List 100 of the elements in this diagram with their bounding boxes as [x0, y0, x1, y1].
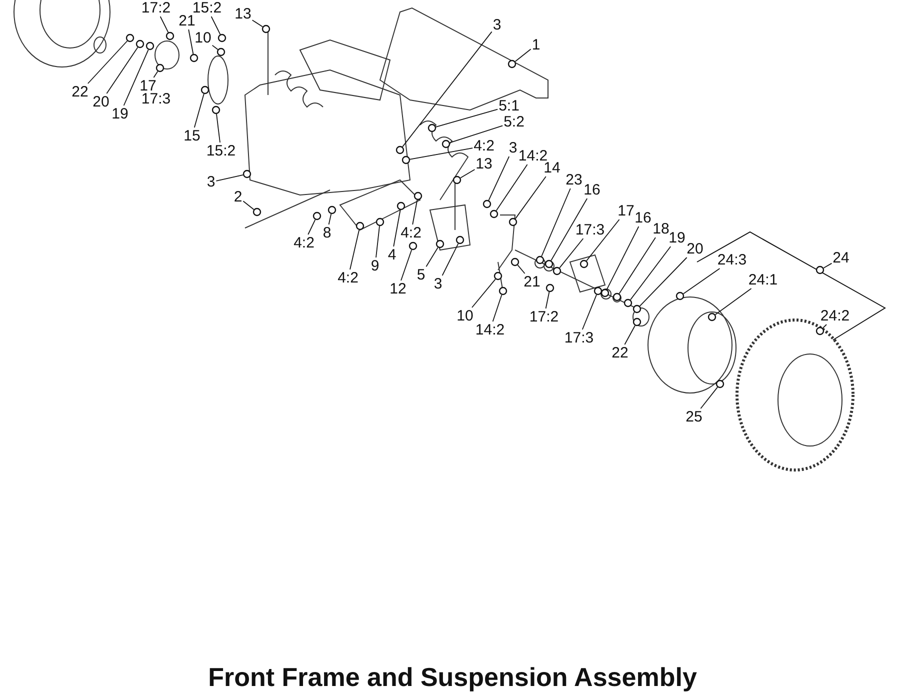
round-part [600, 288, 610, 298]
leader-line [410, 148, 474, 160]
callout-number: 19 [668, 230, 686, 246]
callout-number: 18 [652, 222, 670, 236]
round-part [816, 326, 824, 336]
callout-number: 3 [508, 140, 518, 156]
diagram-title: Front Frame and Suspension Assembly [207, 662, 698, 693]
leader-line [624, 325, 636, 345]
callout-number: 24:3 [717, 252, 747, 268]
leader-line [630, 246, 672, 300]
leader-line [194, 93, 204, 128]
callout-number: 5:2 [504, 114, 524, 130]
callout-number: 14:2 [518, 148, 548, 164]
leader-line [682, 268, 720, 294]
callout-number: 17 [140, 78, 156, 94]
callout-number: 24:1 [748, 272, 778, 288]
leader-line [242, 200, 254, 210]
leader-line [123, 49, 149, 106]
callout-number: 3 [206, 174, 216, 190]
callout-number: 21 [178, 14, 196, 28]
callout-number: 8 [322, 226, 332, 240]
callout-number: 1 [532, 38, 540, 52]
round-part [544, 260, 554, 268]
round-part [632, 318, 642, 326]
callout-number: 15:2 [192, 0, 222, 16]
round-part [510, 258, 520, 266]
round-part [708, 312, 716, 322]
round-part [328, 206, 336, 214]
leader-line [517, 264, 526, 274]
callout-number: 16 [634, 210, 652, 226]
callout-number: 24:2 [820, 308, 850, 324]
callout-number: 4:2 [400, 226, 422, 240]
round-part [356, 222, 364, 230]
leader-line [252, 20, 264, 28]
round-part [612, 292, 622, 302]
round-part [166, 32, 174, 40]
round-part [498, 286, 508, 296]
leader-line [618, 237, 656, 294]
leader-line [492, 294, 502, 322]
round-part [456, 236, 464, 244]
callout-number: 17:3 [564, 330, 594, 346]
round-part [212, 106, 220, 114]
leader-line [402, 31, 492, 148]
callout-number: 20 [686, 242, 704, 256]
callout-number: 23 [566, 172, 582, 188]
round-part [580, 260, 588, 268]
callout-number: 13 [234, 6, 252, 22]
round-part [632, 304, 642, 314]
leader-line [514, 176, 546, 220]
round-part [396, 146, 404, 154]
round-part [552, 266, 562, 276]
callout-number: 22 [72, 84, 88, 100]
leader-line [210, 16, 221, 35]
leader-line [822, 324, 827, 329]
round-part [482, 200, 492, 208]
callout-number: 14 [544, 160, 560, 176]
callout-number: 5:1 [498, 98, 520, 114]
round-part [508, 60, 516, 68]
round-part [494, 272, 502, 280]
round-part [428, 124, 436, 132]
callout-number: 4 [388, 248, 396, 262]
round-part [262, 24, 270, 34]
round-part [816, 266, 824, 274]
callout-number: 25 [686, 410, 702, 424]
round-part [676, 292, 684, 300]
callout-number: 15 [184, 128, 200, 144]
leader-line [496, 164, 528, 212]
callout-number: 9 [370, 258, 380, 274]
round-part [414, 192, 422, 200]
callout-number: 17:2 [529, 310, 559, 324]
callout-number: 4:2 [474, 138, 494, 154]
leader-line [449, 125, 504, 144]
round-part [136, 40, 144, 48]
round-part [546, 284, 554, 292]
round-part [396, 202, 406, 210]
round-part [146, 42, 154, 50]
callout-number: 22 [612, 346, 628, 360]
leader-line [87, 40, 128, 84]
round-part [624, 298, 632, 308]
leader-line [350, 230, 360, 270]
round-part [442, 140, 450, 148]
leader-line [308, 219, 316, 235]
leader-line [582, 294, 597, 330]
leader-line [106, 46, 138, 94]
round-part [490, 210, 498, 218]
callout-number: 17:2 [141, 0, 171, 16]
callout-number: 16 [584, 182, 600, 198]
round-part [126, 34, 134, 42]
leader-line [400, 249, 412, 281]
round-part [408, 242, 418, 250]
callout-number: 17:3 [575, 222, 605, 238]
leader-line [550, 198, 588, 261]
round-part [536, 256, 544, 264]
leader-line [376, 226, 380, 258]
round-part [716, 380, 724, 388]
round-part [218, 34, 226, 42]
leader-line [328, 214, 332, 225]
round-part [156, 64, 164, 72]
leader-line [460, 169, 476, 178]
round-part [312, 212, 322, 220]
